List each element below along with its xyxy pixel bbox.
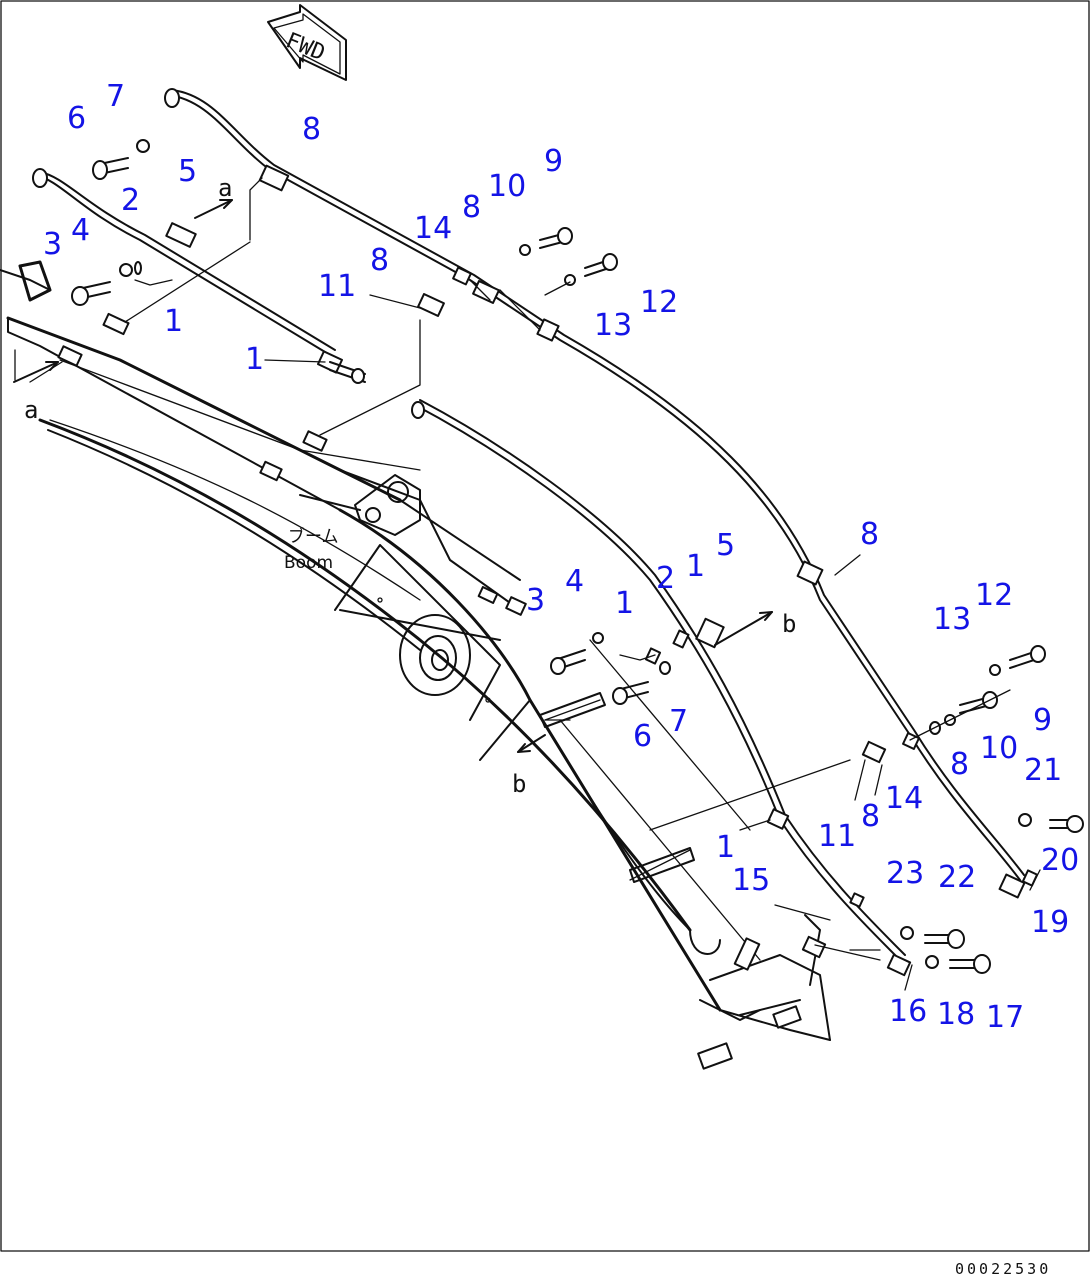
boom-label-en: Boom (284, 553, 333, 573)
pipe-boom-side (49, 359, 421, 601)
callout: 8 (950, 747, 969, 782)
callout: 11 (318, 269, 356, 304)
callout: 4 (71, 213, 90, 248)
callout: 14 (885, 781, 923, 816)
callout: 8 (462, 190, 481, 225)
callout: 6 (67, 101, 86, 136)
drawing-code: 00022530 (955, 1260, 1051, 1277)
callout: 3 (526, 583, 545, 618)
callout: 12 (975, 578, 1013, 613)
callout: 19 (1031, 905, 1069, 940)
callout: 7 (106, 79, 125, 114)
callout: 8 (861, 799, 880, 834)
ref-b-right: b (782, 610, 796, 638)
callout: 22 (938, 860, 976, 895)
callout: 1 (615, 586, 634, 621)
ref-a-upper: a (218, 174, 232, 202)
callout: 10 (488, 169, 526, 204)
callout: 17 (986, 1000, 1024, 1035)
callout: 9 (1033, 703, 1052, 738)
callout: 9 (544, 144, 563, 179)
callout: 5 (178, 154, 197, 189)
callout: 13 (933, 602, 971, 637)
ref-arrows (13, 199, 773, 753)
callout: 11 (818, 819, 856, 854)
pipe-lower (411, 399, 906, 961)
callout: 1 (164, 304, 183, 339)
callout: 1 (245, 342, 264, 377)
callout: 3 (43, 227, 62, 262)
clamp-parts (57, 139, 1084, 1070)
callout: 15 (732, 863, 770, 898)
callout: 14 (414, 211, 452, 246)
callout: 2 (656, 561, 675, 596)
boom-label-jp: ブーム (288, 526, 339, 547)
callout: 13 (594, 308, 632, 343)
callout: 6 (633, 719, 652, 754)
callout: 12 (640, 285, 678, 320)
callout: 1 (686, 549, 705, 584)
callout: 8 (302, 112, 321, 147)
fwd-label: FWD (282, 28, 328, 66)
callout: 16 (889, 994, 927, 1029)
callout: 23 (886, 856, 924, 891)
callout: 2 (121, 183, 140, 218)
callout: 1 (716, 830, 735, 865)
callout: 21 (1024, 753, 1062, 788)
ref-b-lower: b (512, 770, 526, 798)
ref-a-lower: a (24, 396, 38, 424)
callout: 18 (937, 997, 975, 1032)
fwd-arrow: FWD (267, 4, 347, 81)
callout: 7 (669, 704, 688, 739)
leader-lines (29, 177, 1041, 991)
callout-numbers: 7 6 8 5 2 4 3 1 1 9 10 14 8 8 11 12 13 8… (43, 79, 1079, 1035)
callout: 4 (565, 564, 584, 599)
pipe-upper-main (164, 88, 1025, 881)
callout: 5 (716, 528, 735, 563)
callout: 8 (370, 243, 389, 278)
callout: 10 (980, 731, 1018, 766)
pipe-upper-left (32, 168, 336, 356)
callout: 8 (860, 517, 879, 552)
callout: 20 (1041, 843, 1079, 878)
